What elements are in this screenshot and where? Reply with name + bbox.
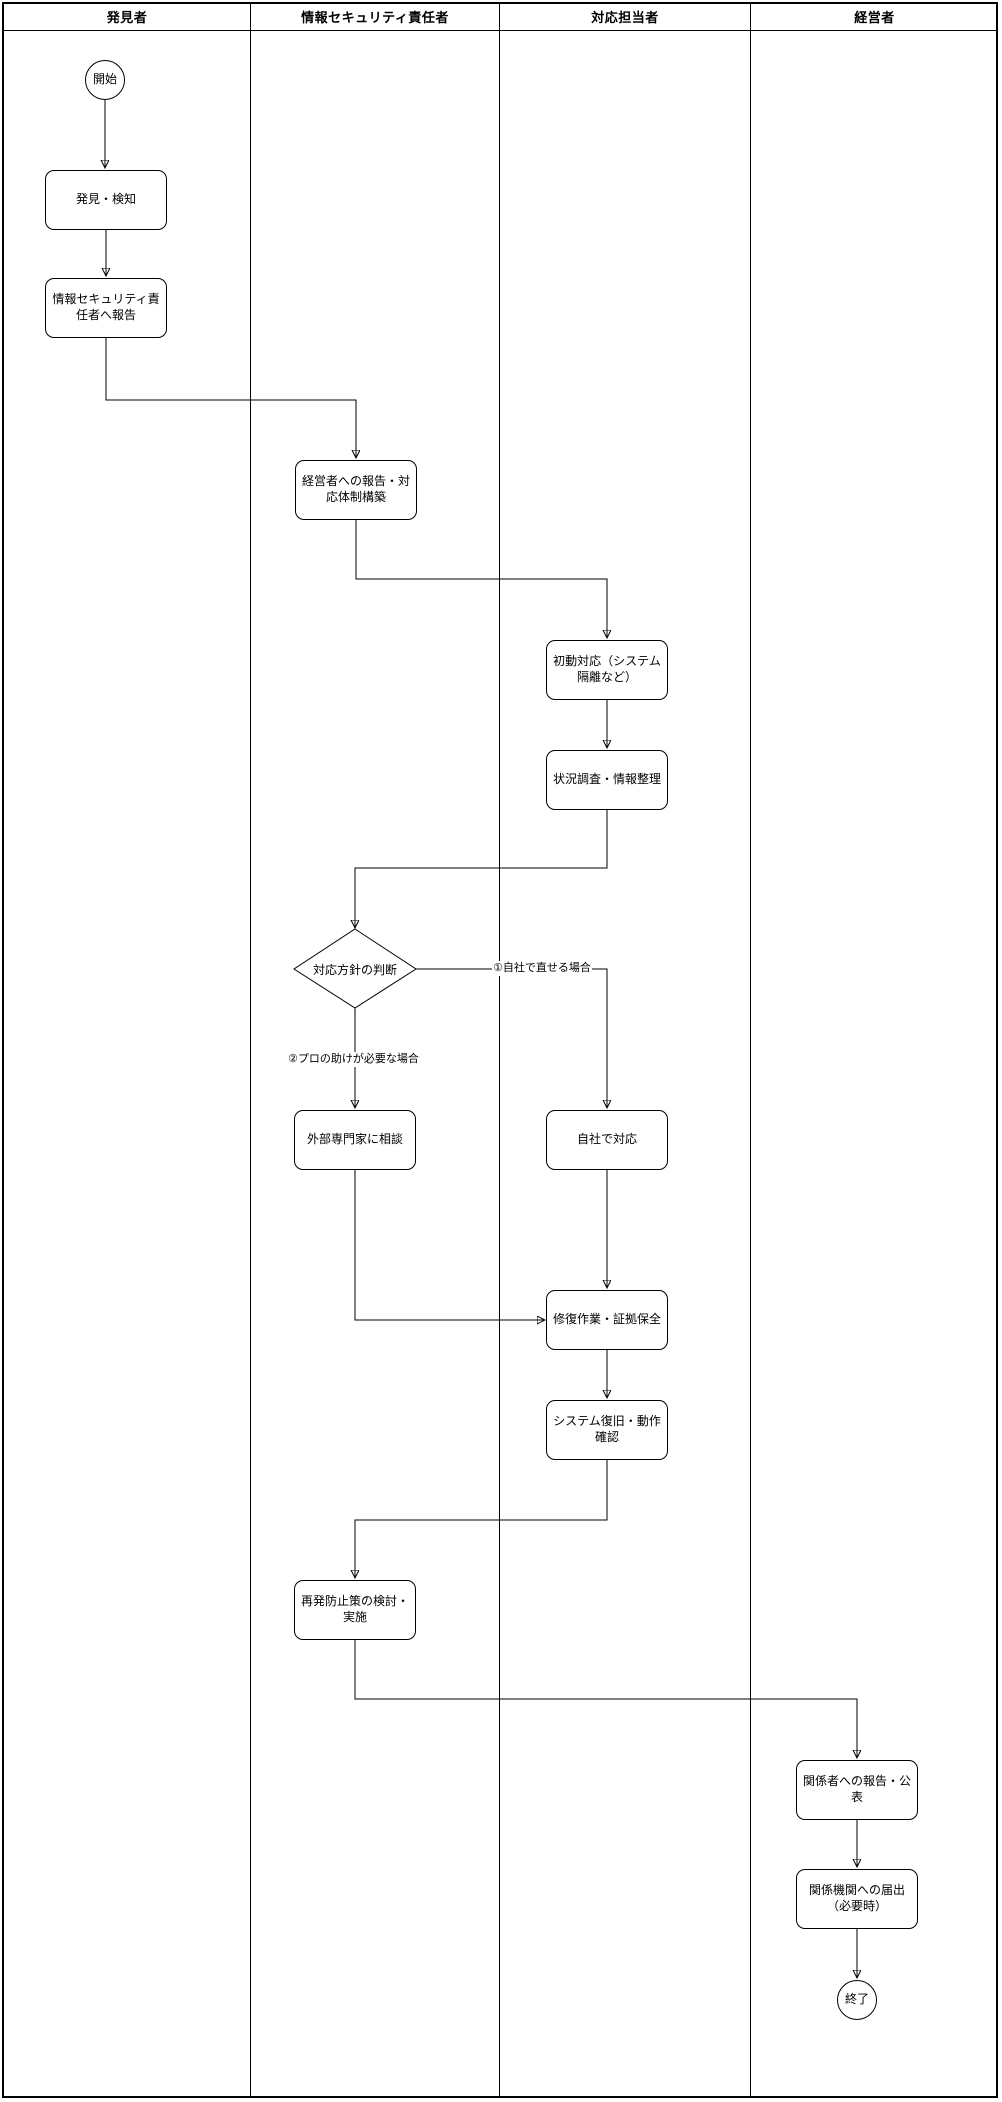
lane-divider-2 — [499, 2, 500, 2098]
lane-header-management: 経営者 — [854, 10, 895, 25]
edge-restore-to-prevention — [355, 1460, 608, 1577]
lane-header-row — [2, 2, 998, 31]
lane-divider-1 — [250, 2, 251, 2098]
edge-investigate-to-decision — [355, 810, 608, 927]
lane-header-responder: 対応担当者 — [591, 10, 659, 25]
lane-header-security-manager: 情報セキュリティ責任者 — [301, 10, 449, 25]
edge-mgmtreport-to-initial — [355, 520, 607, 637]
node-notify-authorities: 関係機関への届出（必要時） — [796, 1869, 918, 1929]
node-repair-preserve: 修復作業・証拠保全 — [546, 1290, 668, 1350]
edge-prevention-to-announce — [354, 1638, 857, 1757]
node-prevention: 再発防止策の検討・実施 — [294, 1580, 416, 1640]
node-investigate: 状況調査・情報整理 — [546, 750, 668, 810]
node-announce: 関係者への報告・公表 — [796, 1760, 918, 1820]
node-consult-expert: 外部専門家に相談 — [294, 1110, 416, 1170]
node-inhouse-response: 自社で対応 — [546, 1110, 668, 1170]
node-decision: 対応方針の判断 — [312, 962, 397, 977]
node-detect: 発見・検知 — [45, 170, 167, 230]
edge-label-need-pro: ②プロの助けが必要な場合 — [287, 1052, 420, 1067]
lane-divider-3 — [750, 2, 751, 2098]
end-node: 終了 — [837, 1980, 877, 2020]
edge-label-self-fix: ①自社で直せる場合 — [492, 961, 592, 976]
node-report-to-mgmt: 経営者への報告・対応体制構築 — [295, 460, 417, 520]
lane-header-discoverer: 発見者 — [106, 10, 148, 25]
node-restore-verify: システム復旧・動作確認 — [546, 1400, 668, 1460]
node-initial-response: 初動対応（システム隔離など） — [546, 640, 668, 700]
edge-decision-to-inhouse — [416, 968, 607, 1107]
edge-report-to-mgmtreport — [105, 338, 356, 457]
decision-diamond-shape — [293, 928, 417, 1009]
start-node: 開始 — [85, 60, 125, 100]
edge-expert-to-repair — [354, 1170, 544, 1320]
node-report-to-ciso: 情報セキュリティ責任者へ報告 — [45, 278, 167, 338]
